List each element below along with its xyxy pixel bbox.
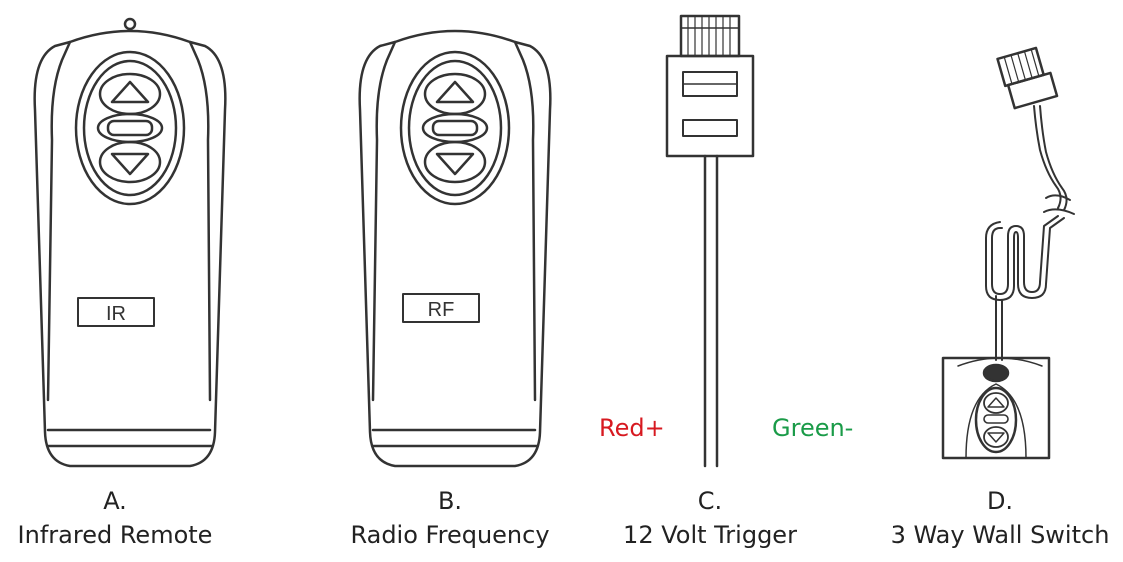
up-arrow-icon xyxy=(423,72,487,116)
rj-plug-icon xyxy=(996,46,1059,110)
ir-badge-label: IR xyxy=(106,303,126,325)
caption-letter: A. xyxy=(103,487,127,515)
caption-title: Radio Frequency xyxy=(350,521,550,549)
wall-switch-assembly xyxy=(985,46,1075,361)
down-arrow-icon xyxy=(98,140,162,184)
rj-plug-icon xyxy=(665,14,755,468)
caption-title: 3 Way Wall Switch xyxy=(890,521,1110,549)
caption-infrared-remote: A. Infrared Remote xyxy=(0,484,230,552)
rf-remote xyxy=(358,29,552,468)
stop-icon xyxy=(983,414,1009,424)
caption-3-way-wall-switch: D. 3 Way Wall Switch xyxy=(880,484,1120,552)
up-arrow-icon xyxy=(98,72,162,116)
caption-title: Infrared Remote xyxy=(17,521,213,549)
red-positive-label: Red+ xyxy=(599,414,665,442)
green-negative-label: Green- xyxy=(772,414,854,442)
rf-badge-label: RF xyxy=(428,299,455,321)
up-arrow-icon xyxy=(983,392,1009,414)
caption-letter: D. xyxy=(986,487,1014,515)
ir-badge-box xyxy=(77,297,155,327)
stop-icon xyxy=(96,112,164,144)
down-arrow-icon xyxy=(983,426,1009,448)
caption-letter: C. xyxy=(697,487,723,515)
caption-radio-frequency: B. Radio Frequency xyxy=(330,484,570,552)
caption-12-volt-trigger: C. 12 Volt Trigger xyxy=(600,484,820,552)
caption-letter: B. xyxy=(437,487,463,515)
rf-badge-box xyxy=(402,293,480,323)
down-arrow-icon xyxy=(423,140,487,184)
caption-title: 12 Volt Trigger xyxy=(623,521,797,549)
stop-icon xyxy=(421,112,489,144)
ir-remote xyxy=(33,17,227,468)
wall-switch-icon xyxy=(941,356,1051,460)
